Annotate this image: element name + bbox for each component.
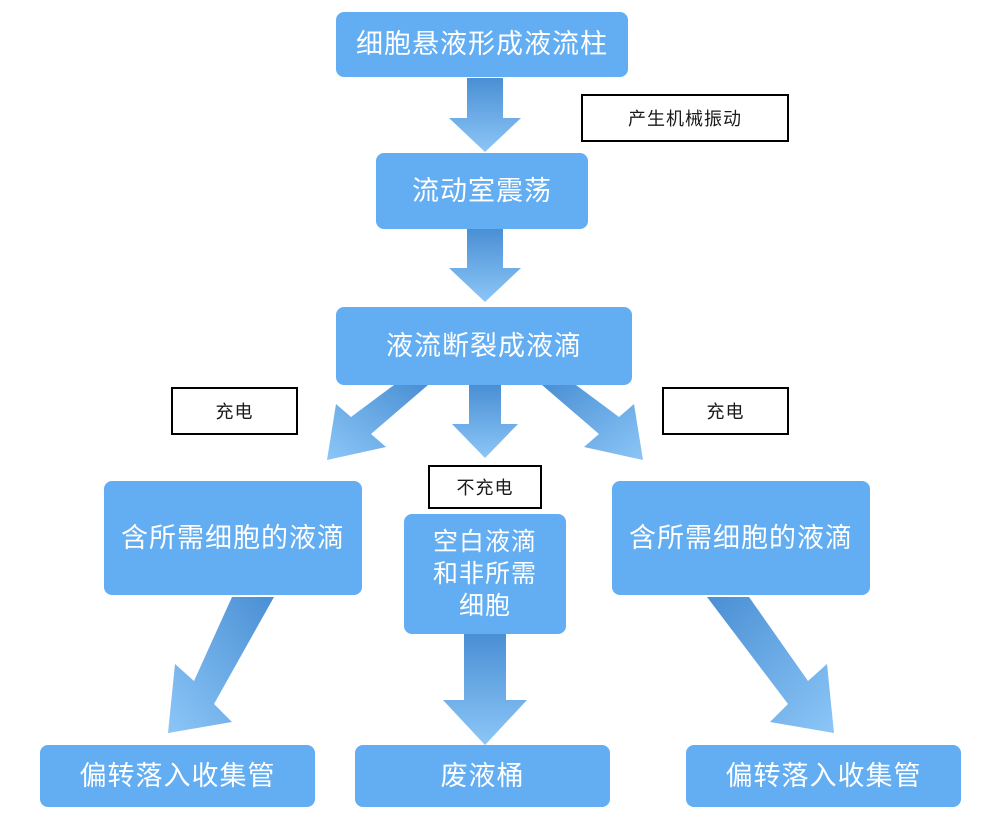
node-cell-suspension-stream[interactable]: 细胞悬液形成液流柱 (336, 12, 628, 77)
arrow-n5-n8 (443, 634, 527, 745)
label-charge-left: 充电 (171, 387, 298, 435)
arrow-n3-n6 (542, 385, 643, 460)
node-droplet-with-target-cells-right[interactable]: 含所需细胞的液滴 (612, 481, 870, 595)
arrow-n2-n3 (449, 229, 521, 302)
arrow-n6-n9 (707, 597, 834, 733)
node-blank-droplet-and-unwanted-cells[interactable]: 空白液滴 和非所需 细胞 (404, 514, 566, 634)
arrow-n1-n2 (449, 78, 521, 152)
node-deflect-into-collection-tube-right[interactable]: 偏转落入收集管 (686, 745, 961, 807)
node-stream-breaks-into-droplets[interactable]: 液流断裂成液滴 (336, 307, 632, 385)
label-mechanical-vibration: 产生机械振动 (581, 94, 789, 142)
arrow-n3-n5 (452, 385, 518, 458)
node-droplet-with-target-cells-left[interactable]: 含所需细胞的液滴 (104, 481, 362, 595)
node-flow-chamber-oscillation[interactable]: 流动室震荡 (376, 153, 588, 229)
node-deflect-into-collection-tube-left[interactable]: 偏转落入收集管 (40, 745, 315, 807)
arrow-n3-n4 (327, 385, 428, 460)
label-charge-right: 充电 (662, 387, 789, 435)
arrow-n4-n7 (168, 597, 274, 733)
node-waste-container[interactable]: 废液桶 (355, 745, 610, 807)
label-no-charge-middle: 不充电 (428, 465, 542, 509)
